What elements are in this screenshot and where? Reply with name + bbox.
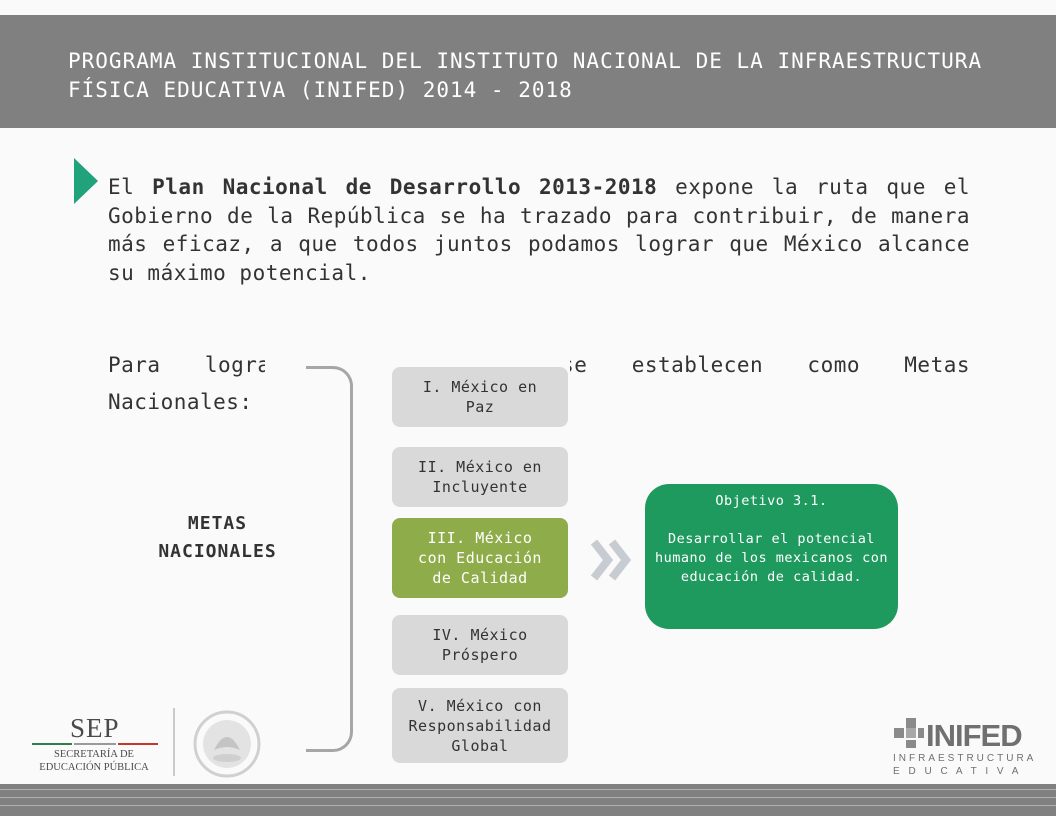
inifed-logo-subtitle: INFRAESTRUCTURA E D U C A T I V A [893,753,1037,777]
footer-line [0,805,1056,806]
inifed-logo-mark [894,718,924,748]
goal-box-5: V. México con Responsabilidad Global [392,688,568,763]
goal-label: IV. México Próspero [432,626,528,664]
intro-prefix: El [108,175,153,199]
goal-label: I. México en Paz [422,378,538,416]
slide-title: PROGRAMA INSTITUCIONAL DEL INSTITUTO NAC… [68,49,983,102]
footer-line [0,789,1056,790]
inifed-logo-text: INIFED [926,718,1023,753]
goal-box-4: IV. México Próspero [392,615,568,675]
goal-box-1: I. México en Paz [392,367,568,427]
goal-box-3: III. México con Educación de Calidad [392,518,568,598]
goal-box-2: II. México en Incluyente [392,447,568,507]
goal-label: III. México con Educación de Calidad [418,529,542,587]
footer-band [0,784,1056,816]
sep-logo-lines [32,743,158,745]
sep-logo-text: SEP [70,713,120,743]
intro-paragraph: El Plan Nacional de Desarrollo 2013-2018… [108,173,970,287]
bracket-shape [306,366,353,752]
footer-line [0,797,1056,798]
metas-nacionales-label: METAS NACIONALES [158,513,277,562]
objective-title: Objetivo 3.1. [715,493,828,509]
plan-name: Plan Nacional de Desarrollo 2013-2018 [152,175,658,199]
intro-suffix: expone la ruta que el Gobierno de la Rep… [108,175,970,285]
goal-label: II. México en Incluyente [418,458,542,496]
double-chevron-right-icon [590,539,632,581]
header-bar: PROGRAMA INSTITUCIONAL DEL INSTITUTO NAC… [0,15,1056,128]
goals-intro-line2: Nacionales: [108,390,253,414]
sep-logo-subtitle: SECRETARÍA DE EDUCACIÓN PÚBLICA [39,749,149,773]
objective-box: Objetivo 3.1. Desarrollar el potencial h… [645,484,898,629]
goal-label: V. México con Responsabilidad Global [408,696,552,755]
bullet-arrow-icon [74,158,98,204]
national-seal-icon [173,708,261,778]
objective-text: Desarrollar el potencial humano de los m… [655,531,888,585]
